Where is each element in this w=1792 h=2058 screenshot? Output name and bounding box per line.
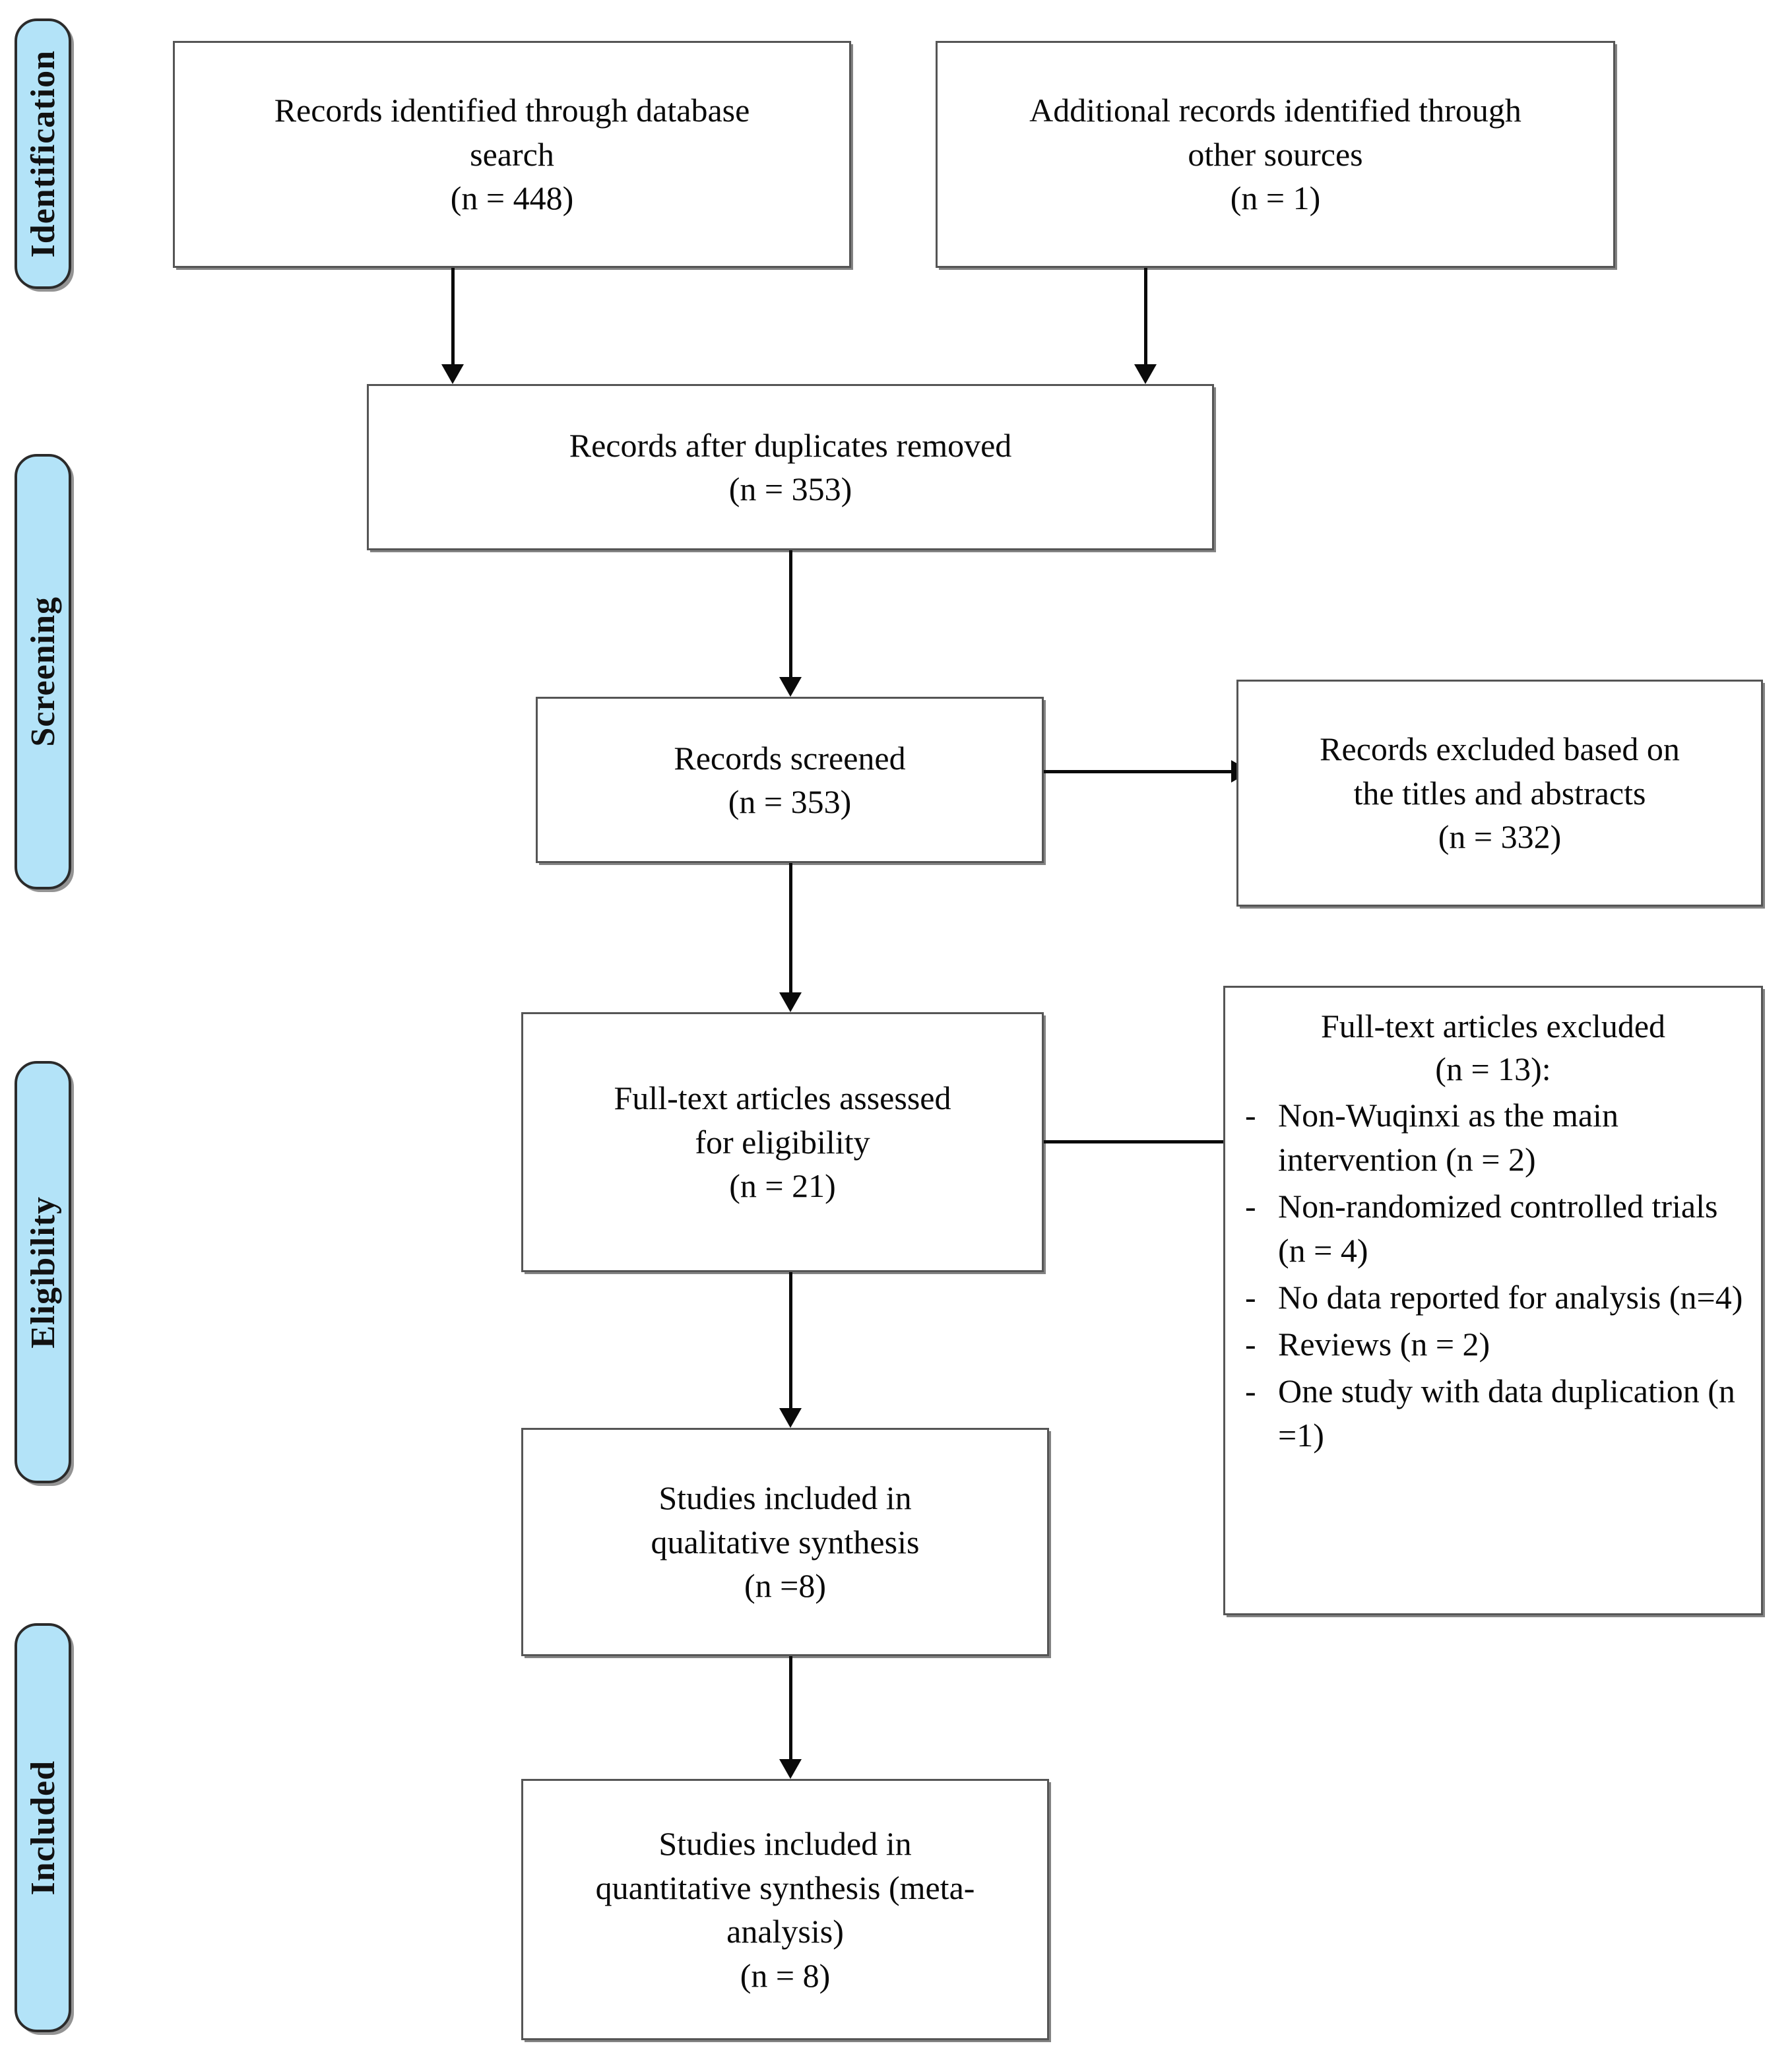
list-item-label: Reviews (n = 2) — [1278, 1326, 1490, 1363]
stage-label-eligibility: Eligibility — [24, 1196, 62, 1349]
connector-qualitative-to-quantitative — [789, 1656, 792, 1762]
box-database-search: Records identified through database sear… — [173, 41, 851, 268]
box-other-sources: Additional records identified through ot… — [936, 41, 1615, 268]
list-item-label: No data reported for analysis (n=4) — [1278, 1279, 1743, 1316]
connector-fulltext-to-qualitative — [789, 1272, 792, 1411]
dash-bullet-icon: - — [1245, 1279, 1256, 1316]
box-fulltext-assessed: Full-text articles assessed for eligibil… — [521, 1012, 1044, 1272]
box-records-excluded-text: Records excluded based on the titles and… — [1320, 730, 1680, 856]
box-qualitative-synthesis: Studies included in qualitative synthesi… — [521, 1428, 1049, 1656]
list-item: - Non-randomized controlled trials (n = … — [1241, 1184, 1745, 1273]
stage-label-included: Included — [24, 1760, 62, 1896]
arrowhead-duplicates-to-screened — [779, 677, 802, 697]
list-item: - Non-Wuqinxi as the main intervention (… — [1241, 1093, 1745, 1182]
box-qualitative-synthesis-text: Studies included in qualitative synthesi… — [651, 1479, 920, 1605]
dash-bullet-icon: - — [1245, 1372, 1256, 1409]
arrowhead-database-to-duplicates — [441, 364, 464, 384]
list-item: - One study with data duplication (n =1) — [1241, 1369, 1745, 1458]
dash-bullet-icon: - — [1245, 1326, 1256, 1363]
box-database-search-text: Records identified through database sear… — [274, 92, 750, 217]
box-fulltext-excluded-heading: Full-text articles excluded (n = 13): — [1320, 1008, 1666, 1087]
connector-database-to-duplicates — [451, 268, 455, 367]
box-fulltext-excluded: Full-text articles excluded (n = 13): - … — [1223, 986, 1763, 1615]
box-quantitative-synthesis: Studies included in quantitative synthes… — [521, 1779, 1049, 2040]
stage-tab-eligibility: Eligibility — [15, 1061, 71, 1483]
stage-label-identification: Identification — [24, 49, 62, 258]
box-duplicates-removed: Records after duplicates removed (n = 35… — [367, 384, 1214, 550]
box-records-screened-text: Records screened (n = 353) — [674, 739, 906, 821]
arrowhead-qualitative-to-quantitative — [779, 1759, 802, 1779]
connector-fulltext-to-excluded — [1044, 1140, 1235, 1143]
arrowhead-screened-to-fulltext — [779, 992, 802, 1012]
connector-duplicates-to-screened — [789, 550, 792, 680]
dash-bullet-icon: - — [1245, 1097, 1256, 1134]
list-item-label: Non-Wuqinxi as the main intervention (n … — [1278, 1097, 1618, 1178]
list-item: - Reviews (n = 2) — [1241, 1322, 1745, 1367]
box-duplicates-removed-text: Records after duplicates removed (n = 35… — [569, 426, 1012, 508]
arrowhead-other-sources-to-duplicates — [1134, 364, 1157, 384]
stage-tab-screening: Screening — [15, 454, 71, 889]
stage-tab-identification: Identification — [15, 18, 71, 289]
box-quantitative-synthesis-text: Studies included in quantitative synthes… — [595, 1825, 975, 1994]
box-fulltext-assessed-text: Full-text articles assessed for eligibil… — [614, 1079, 951, 1205]
fulltext-exclusion-list: - Non-Wuqinxi as the main intervention (… — [1241, 1093, 1745, 1458]
list-item: - No data reported for analysis (n=4) — [1241, 1275, 1745, 1320]
arrowhead-fulltext-to-qualitative — [779, 1408, 802, 1428]
stage-tab-included: Included — [15, 1623, 71, 2032]
connector-other-sources-to-duplicates — [1144, 268, 1147, 367]
stage-label-screening: Screening — [24, 596, 62, 747]
list-item-label: One study with data duplication (n =1) — [1278, 1372, 1735, 1454]
box-other-sources-text: Additional records identified through ot… — [1029, 92, 1521, 217]
connector-screened-to-fulltext — [789, 863, 792, 995]
box-records-excluded: Records excluded based on the titles and… — [1236, 680, 1763, 907]
box-records-screened: Records screened (n = 353) — [536, 697, 1044, 863]
dash-bullet-icon: - — [1245, 1188, 1256, 1225]
connector-screened-to-excluded — [1044, 770, 1235, 773]
list-item-label: Non-randomized controlled trials (n = 4) — [1278, 1188, 1718, 1269]
